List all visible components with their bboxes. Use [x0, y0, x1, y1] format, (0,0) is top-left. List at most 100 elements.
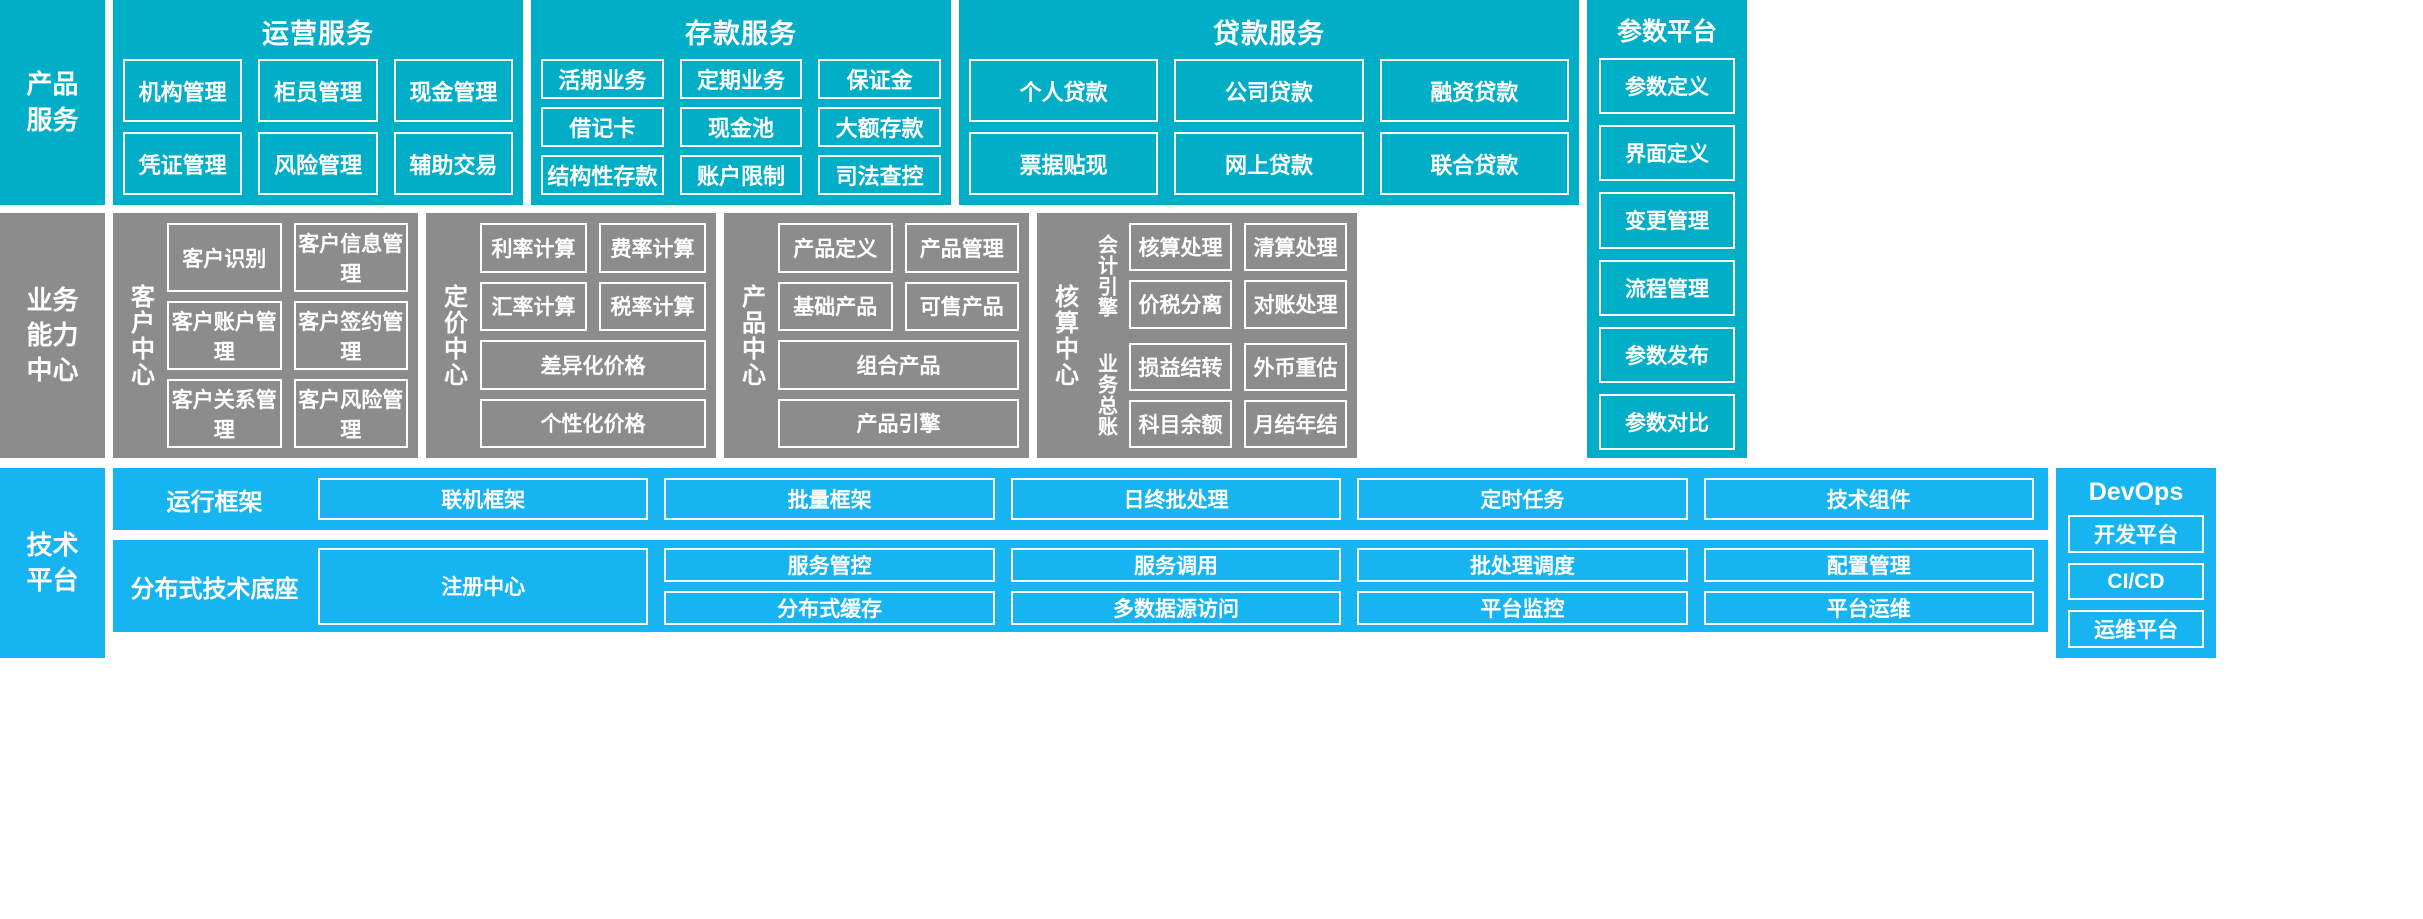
parameter-card[interactable]: 变更管理 [1599, 192, 1735, 249]
group-operation-service-items: 机构管理 柜员管理 现金管理 凭证管理 风险管理 辅助交易 [123, 59, 513, 195]
subgroup-general-ledger-title: 业务总账 [1094, 353, 1117, 438]
capability-card[interactable]: 科目余额 [1129, 399, 1232, 448]
panel-parameter-platform-title: 参数平台 [1616, 18, 1717, 46]
tech-card[interactable]: 平台监控 [1357, 590, 1688, 625]
capability-card[interactable]: 客户风险管理 [293, 379, 408, 448]
tech-card[interactable]: 批处理调度 [1357, 547, 1688, 582]
capability-card[interactable]: 核算处理 [1129, 223, 1232, 272]
layer-product-service: 产品 服务 运营服务 机构管理 柜员管理 现金管理 凭证管理 风险管理 辅助交易… [0, 0, 2423, 458]
center-customer-title: 客户中心 [126, 283, 154, 388]
service-card[interactable]: 风险管理 [258, 132, 378, 195]
group-operation-service-title: 运营服务 [262, 19, 374, 49]
center-pricing: 定价中心 利率计算 费率计算 汇率计算 税率计算 差异化价格 个性化价格 [426, 213, 716, 458]
panel-devops-title: DevOps [2088, 478, 2184, 506]
group-loan-service: 贷款服务 个人贷款 公司贷款 融资贷款 票据贴现 网上贷款 联合贷款 [959, 0, 1579, 205]
capability-card[interactable]: 税率计算 [599, 281, 706, 331]
tech-card[interactable]: 日终批处理 [1010, 478, 1342, 520]
capability-card-wide[interactable]: 差异化价格 [480, 340, 706, 390]
service-card[interactable]: 司法查控 [818, 155, 941, 195]
capability-card-wide[interactable]: 产品引擎 [778, 398, 1019, 448]
subgroup-general-ledger-items: 损益结转 外币重估 科目余额 月结年结 [1129, 342, 1347, 448]
capability-card[interactable]: 客户关系管理 [167, 379, 282, 448]
service-card[interactable]: 辅助交易 [393, 132, 513, 195]
capability-card[interactable]: 利率计算 [480, 223, 587, 273]
center-product-items: 产品定义 产品管理 基础产品 可售产品 组合产品 产品引擎 [778, 223, 1019, 448]
tech-card[interactable]: 分布式缓存 [664, 590, 995, 625]
capability-card[interactable]: 月结年结 [1244, 399, 1347, 448]
service-card[interactable]: 现金管理 [393, 59, 513, 122]
capability-card[interactable]: 汇率计算 [480, 281, 587, 331]
parameter-card[interactable]: 参数定义 [1599, 58, 1735, 115]
service-card[interactable]: 联合贷款 [1379, 132, 1569, 195]
service-card[interactable]: 保证金 [818, 59, 941, 99]
capability-card[interactable]: 可售产品 [904, 281, 1019, 331]
capability-card[interactable]: 客户信息管理 [293, 223, 408, 292]
center-pricing-items: 利率计算 费率计算 汇率计算 税率计算 差异化价格 个性化价格 [480, 223, 706, 448]
capability-card[interactable]: 对账处理 [1244, 280, 1347, 329]
layer-label-product-service-text: 产品 服务 [26, 69, 79, 135]
tech-card[interactable]: 多数据源访问 [1010, 590, 1342, 625]
service-card[interactable]: 结构性存款 [541, 155, 664, 195]
service-card[interactable]: 融资贷款 [1379, 59, 1569, 122]
subgroup-accounting-engine-items: 核算处理 清算处理 价税分离 对账处理 [1129, 223, 1347, 329]
tech-card[interactable]: 联机框架 [318, 478, 649, 520]
capability-card[interactable]: 客户账户管理 [167, 301, 282, 370]
parameter-card[interactable]: 参数对比 [1599, 393, 1735, 451]
tech-row-distributed-base-items: 注册中心 服务管控 服务调用 批处理调度 配置管理 分布式缓存 多数据源访问 平… [318, 547, 2034, 625]
parameter-card[interactable]: 流程管理 [1599, 259, 1735, 316]
panel-parameter-platform: 参数平台 参数定义 界面定义 变更管理 流程管理 参数发布 参数对比 [1587, 0, 1747, 458]
center-product: 产品中心 产品定义 产品管理 基础产品 可售产品 组合产品 产品引擎 [724, 213, 1029, 458]
tech-card[interactable]: 技术组件 [1703, 478, 2034, 520]
group-loan-service-title: 贷款服务 [1213, 19, 1325, 49]
capability-card[interactable]: 客户识别 [167, 223, 282, 292]
service-card[interactable]: 现金池 [679, 107, 803, 147]
tech-card[interactable]: 平台运维 [1703, 590, 2034, 625]
service-card[interactable]: 公司贷款 [1174, 59, 1364, 122]
service-card[interactable]: 活期业务 [541, 59, 664, 99]
center-accounting: 核算中心 会计引擎 核算处理 清算处理 价税分离 对账处理 业务总账 损益结转 [1037, 213, 1357, 458]
subgroup-general-ledger: 业务总账 损益结转 外币重估 科目余额 月结年结 [1091, 342, 1347, 448]
capability-card[interactable]: 产品定义 [778, 223, 893, 273]
center-accounting-subgroups: 会计引擎 核算处理 清算处理 价税分离 对账处理 业务总账 损益结转 外币重估 … [1091, 223, 1347, 448]
tech-card[interactable]: 批量框架 [664, 478, 995, 520]
tech-row-runtime-framework-title: 运行框架 [166, 488, 263, 516]
devops-card[interactable]: 运维平台 [2068, 610, 2204, 649]
parameter-card[interactable]: 参数发布 [1599, 326, 1735, 383]
capability-card[interactable]: 基础产品 [778, 281, 893, 331]
service-card[interactable]: 大额存款 [818, 107, 941, 147]
service-card[interactable]: 个人贷款 [969, 59, 1159, 122]
service-card[interactable]: 凭证管理 [123, 132, 243, 195]
tech-row-distributed-base: 分布式技术底座 注册中心 服务管控 服务调用 批处理调度 配置管理 分布式缓存 … [113, 540, 2048, 632]
parameter-card[interactable]: 界面定义 [1599, 125, 1735, 182]
service-card[interactable]: 定期业务 [679, 59, 803, 99]
service-card[interactable]: 账户限制 [679, 155, 803, 195]
service-card[interactable]: 机构管理 [123, 59, 243, 122]
capability-card[interactable]: 清算处理 [1244, 223, 1347, 272]
capability-card[interactable]: 客户签约管理 [293, 301, 408, 370]
tech-card[interactable]: 服务管控 [664, 547, 995, 582]
service-card[interactable]: 借记卡 [541, 107, 664, 147]
group-operation-service: 运营服务 机构管理 柜员管理 现金管理 凭证管理 风险管理 辅助交易 [113, 0, 523, 205]
center-pricing-title: 定价中心 [439, 283, 467, 388]
tech-card-registry[interactable]: 注册中心 [318, 547, 649, 625]
layer-label-technology-platform-text: 技术 平台 [26, 529, 79, 595]
layer-business-capability: 业务 能力 中心 客户中心 客户识别 客户信息管理 客户账户管理 客户签约管理 … [0, 213, 2255, 458]
capability-card[interactable]: 外币重估 [1244, 342, 1347, 391]
tech-card[interactable]: 配置管理 [1703, 547, 2034, 582]
service-card[interactable]: 票据贴现 [969, 132, 1159, 195]
capability-card[interactable]: 价税分离 [1129, 280, 1232, 329]
service-card[interactable]: 网上贷款 [1174, 132, 1364, 195]
service-card[interactable]: 柜员管理 [258, 59, 378, 122]
devops-card[interactable]: 开发平台 [2068, 515, 2204, 553]
capability-card[interactable]: 产品管理 [904, 223, 1019, 273]
tech-row-distributed-base-title: 分布式技术底座 [130, 575, 299, 603]
tech-card[interactable]: 服务调用 [1010, 547, 1342, 582]
center-customer-items: 客户识别 客户信息管理 客户账户管理 客户签约管理 客户关系管理 客户风险管理 [167, 223, 408, 448]
tech-card[interactable]: 定时任务 [1357, 478, 1688, 520]
capability-card-wide[interactable]: 组合产品 [778, 340, 1019, 390]
capability-card[interactable]: 损益结转 [1129, 342, 1232, 391]
capability-card-wide[interactable]: 个性化价格 [480, 398, 706, 448]
devops-card[interactable]: CI/CD [2068, 562, 2204, 601]
capability-card[interactable]: 费率计算 [599, 223, 706, 273]
group-deposit-service-title: 存款服务 [685, 19, 797, 49]
